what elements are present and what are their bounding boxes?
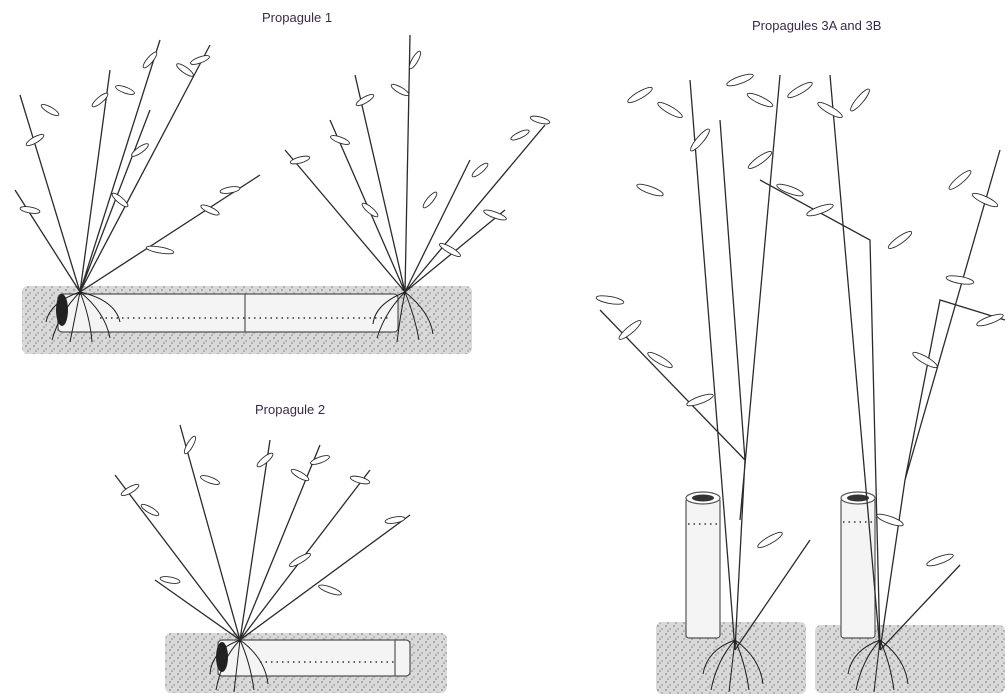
bamboo-plant [115,425,410,640]
bamboo-plant-left [15,40,260,292]
panel-propagules-3a-3b [596,72,1005,694]
soil-bed-3a [656,622,806,694]
vertical-pipe-3b [841,492,875,638]
panel-propagule-1 [15,35,550,354]
horizontal-pipe [216,640,410,676]
bamboo-plant-3b [760,75,1005,650]
panel-propagule-2 [115,425,447,693]
vertical-pipe-3a [686,492,720,638]
horizontal-pipe [56,294,398,332]
bamboo-plant-right [285,35,550,292]
